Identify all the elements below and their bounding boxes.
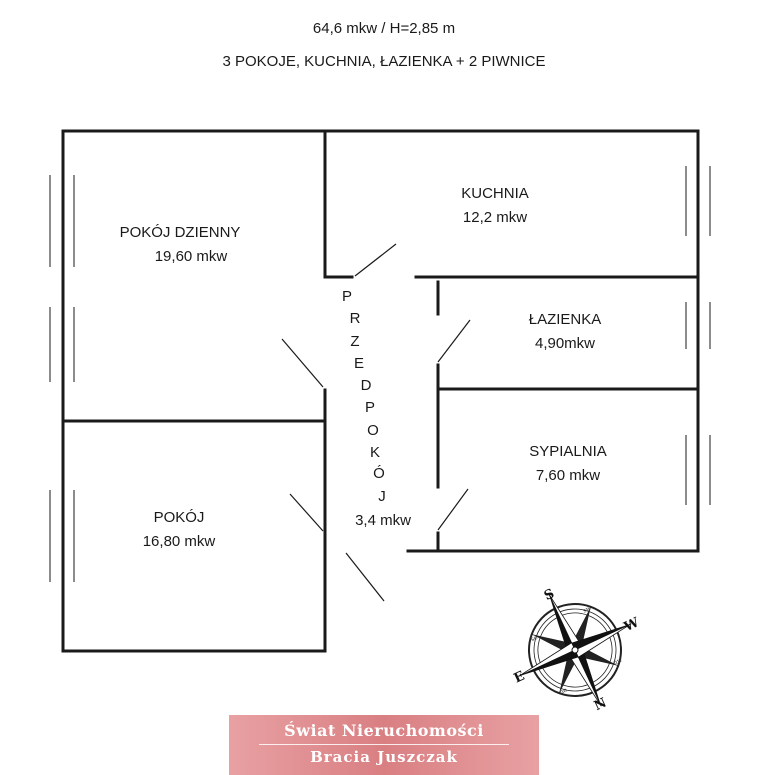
compass-n: N <box>592 695 609 714</box>
room-kitchen-name: KUCHNIA <box>461 185 529 202</box>
walls <box>61 129 700 653</box>
agency-logo-line1: Świat Nieruchomości <box>284 721 484 740</box>
hall-letter: E <box>353 355 364 372</box>
hall-letter: K <box>369 444 380 461</box>
door-bedroom <box>437 488 469 531</box>
room-pokoj-name: POKÓJ <box>153 509 205 526</box>
compass-s: S <box>542 586 557 604</box>
room-bedroom-name: SYPIALNIA <box>529 443 607 460</box>
room-bathroom-area: 4,90mkw <box>534 335 596 352</box>
hall-area: 3,4 mkw <box>355 512 411 529</box>
room-living: POKÓJ DZIENNY 19,60 mkw <box>95 221 265 269</box>
windows <box>49 166 711 582</box>
compass-rose-icon: N S E W ne nw se sw <box>512 586 642 714</box>
room-kitchen: KUCHNIA 12,2 mkw <box>430 182 560 230</box>
compass-nw: nw <box>612 656 624 667</box>
door-bathroom <box>437 319 471 363</box>
room-bathroom: ŁAZIENKA 4,90mkw <box>500 308 630 356</box>
agency-logo-divider <box>259 744 509 745</box>
compass-w: W <box>621 615 642 635</box>
agency-logo-line2: Bracia Juszczak <box>310 748 458 766</box>
hall-letter: D <box>360 377 372 394</box>
room-pokoj-area: 16,80 mkw <box>142 533 216 550</box>
door-kitchen <box>354 243 397 277</box>
plan-area-height: 64,6 mkw / H=2,85 m <box>312 20 456 37</box>
room-bedroom: SYPIALNIA 7,60 mkw <box>508 440 628 488</box>
hall-letter: P <box>341 288 352 305</box>
compass-se: se <box>530 634 539 643</box>
doors <box>281 243 471 602</box>
compass-sw: sw <box>582 604 593 614</box>
compass-e: E <box>512 669 527 687</box>
hall-letter: Ó <box>373 465 385 482</box>
room-pokoj: POKÓJ 16,80 mkw <box>116 506 242 554</box>
door-room <box>289 493 324 532</box>
door-living <box>281 338 324 388</box>
room-bedroom-area: 7,60 mkw <box>535 467 601 484</box>
hall-letter: P <box>364 399 375 416</box>
hall-letter: O <box>367 422 379 439</box>
room-kitchen-area: 12,2 mkw <box>462 209 528 226</box>
hall-letter: R <box>349 310 361 327</box>
room-living-area: 19,60 mkw <box>154 248 228 265</box>
plan-rooms-summary: 3 POKOJE, KUCHNIA, ŁAZIENKA + 2 PIWNICE <box>222 53 546 70</box>
hall-letter: J <box>378 488 386 505</box>
hall-letter: Z <box>350 333 360 350</box>
door-entrance <box>345 552 385 602</box>
compass-ne: ne <box>559 686 569 696</box>
room-living-name: POKÓJ DZIENNY <box>119 224 241 241</box>
agency-logo: Świat Nieruchomości Bracia Juszczak <box>229 715 539 775</box>
room-bathroom-name: ŁAZIENKA <box>528 311 602 328</box>
